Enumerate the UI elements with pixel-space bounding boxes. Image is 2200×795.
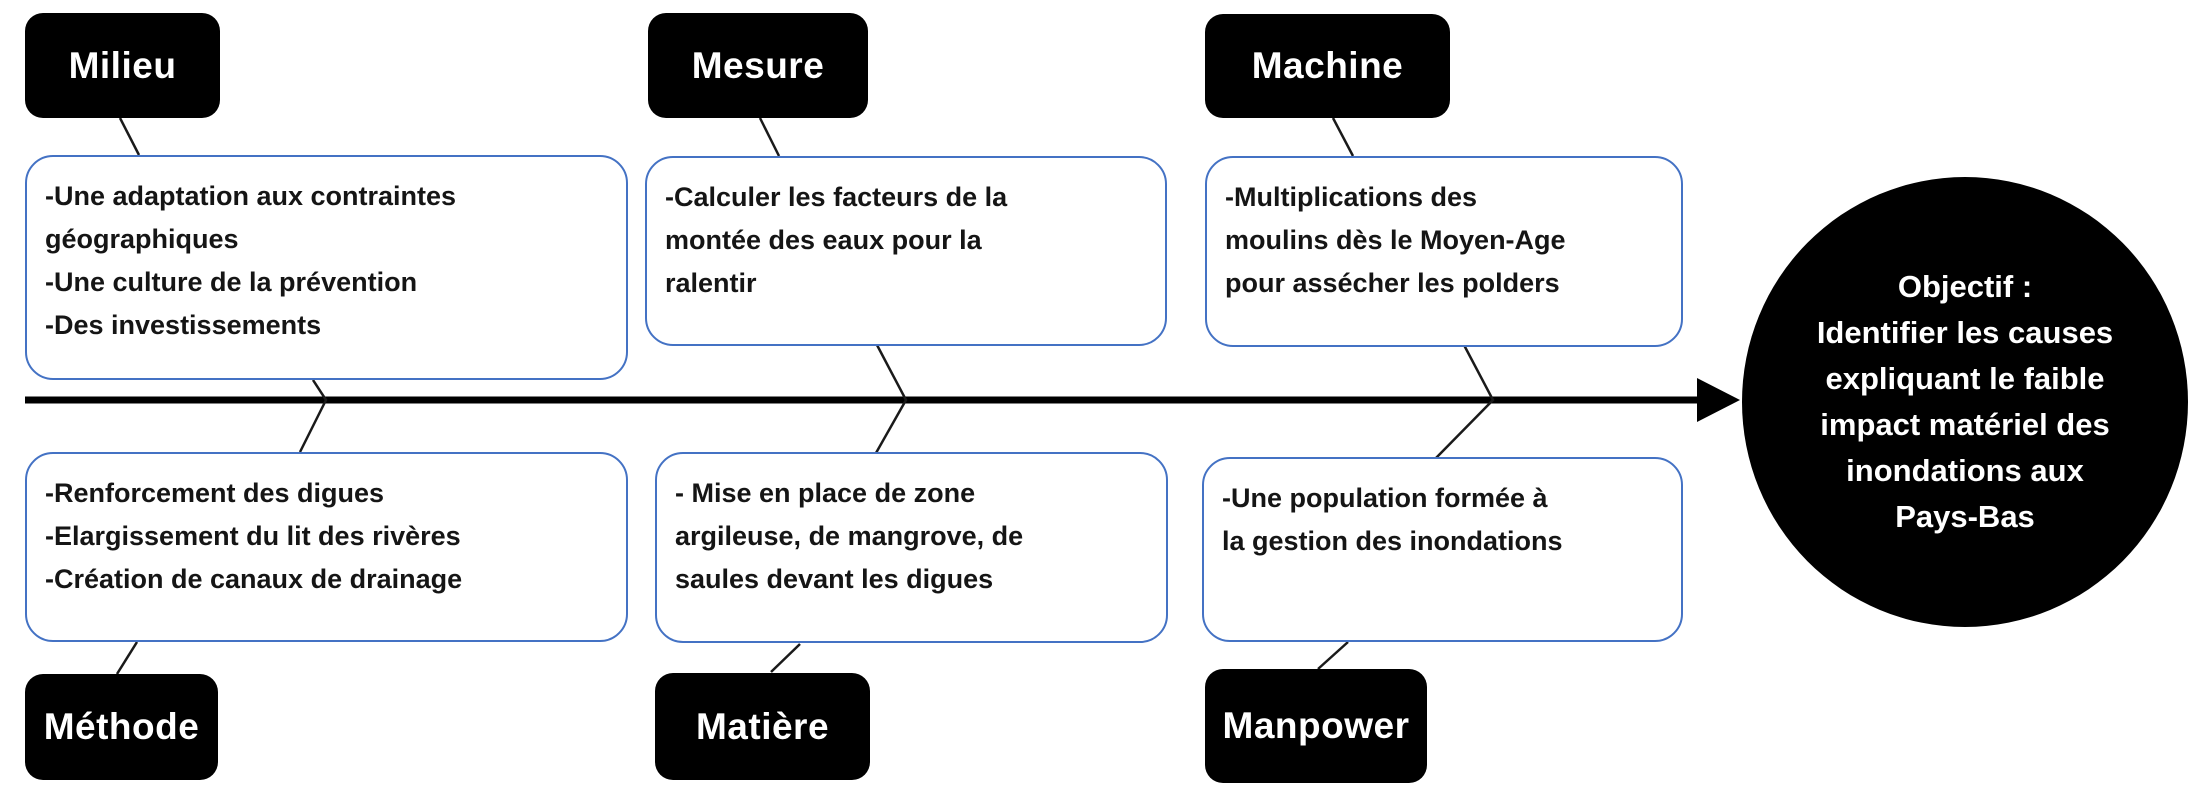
label-connector-matiere — [770, 643, 801, 673]
cause-box-matiere: - Mise en place de zone argileuse, de ma… — [655, 452, 1168, 643]
label-connector-mesure — [758, 117, 781, 157]
label-connector-milieu — [118, 117, 141, 156]
category-label-matiere: Matière — [655, 673, 870, 780]
label-connector-machine — [1331, 117, 1355, 157]
cause-box-machine: -Multiplications des moulins dès le Moye… — [1205, 156, 1683, 347]
cause-box-mesure: -Calculer les facteurs de la montée des … — [645, 156, 1167, 346]
category-label-methode: Méthode — [25, 674, 218, 780]
rib-line-milieu-methode — [298, 379, 328, 453]
cause-box-manpower: -Une population formée à la gestion des … — [1202, 457, 1683, 642]
objective-circle: Objectif : Identifier les causes expliqu… — [1742, 177, 2188, 627]
category-label-manpower: Manpower — [1205, 669, 1427, 783]
spine-arrowhead-icon — [1697, 378, 1740, 422]
category-label-milieu: Milieu — [25, 13, 220, 118]
label-connector-manpower — [1317, 641, 1349, 670]
cause-box-milieu: -Une adaptation aux contraintes géograph… — [25, 155, 628, 380]
cause-box-methode: -Renforcement des digues -Elargissement … — [25, 452, 628, 642]
rib-line-mesure-matiere — [874, 344, 908, 454]
category-label-machine: Machine — [1205, 14, 1450, 118]
label-connector-methode — [115, 641, 139, 675]
rib-line-machine-manpower — [1435, 344, 1495, 459]
category-label-mesure: Mesure — [648, 13, 868, 118]
